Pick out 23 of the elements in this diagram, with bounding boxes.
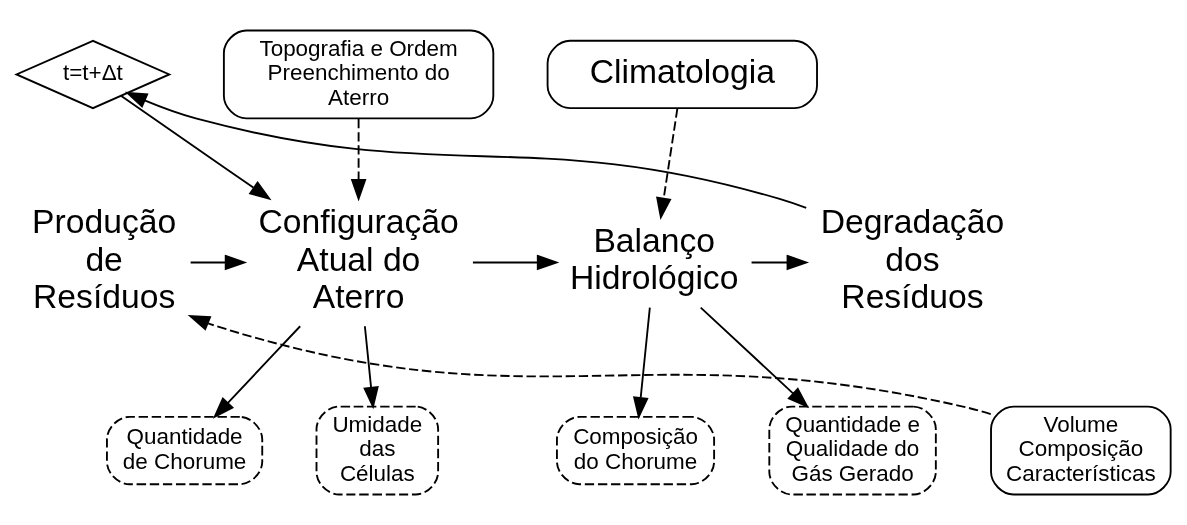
node-text: Balanço Hidrológico — [570, 222, 739, 297]
node-box: Umidade das Células — [315, 405, 440, 496]
arrow — [212, 325, 302, 419]
arrow — [750, 254, 810, 271]
arrow — [472, 254, 560, 271]
node-text: Configuração Atual do Aterro — [258, 203, 459, 316]
node-box: Quantidade e Qualidade do Gás Gerado — [768, 405, 937, 496]
arrow — [363, 325, 379, 410]
node-box: Composição do Chorume — [556, 415, 716, 486]
node-text: Degradação dos Resíduos — [820, 203, 1005, 316]
node-box: Quantidade de Chorume — [106, 415, 264, 486]
arrow — [656, 107, 679, 220]
node-text: Produção de Resíduos — [32, 203, 177, 316]
arrow — [350, 118, 367, 202]
arrow — [632, 306, 651, 420]
node-box: Volume Composição Características — [990, 405, 1172, 496]
arrow — [699, 306, 810, 409]
arrow — [187, 315, 992, 415]
arrow — [124, 91, 808, 209]
arrow — [120, 95, 272, 201]
arrow — [189, 254, 248, 271]
node-box: Topografia e Ordem Preenchimento do Aterro — [222, 29, 495, 120]
node-box: Climatologia — [546, 39, 818, 110]
